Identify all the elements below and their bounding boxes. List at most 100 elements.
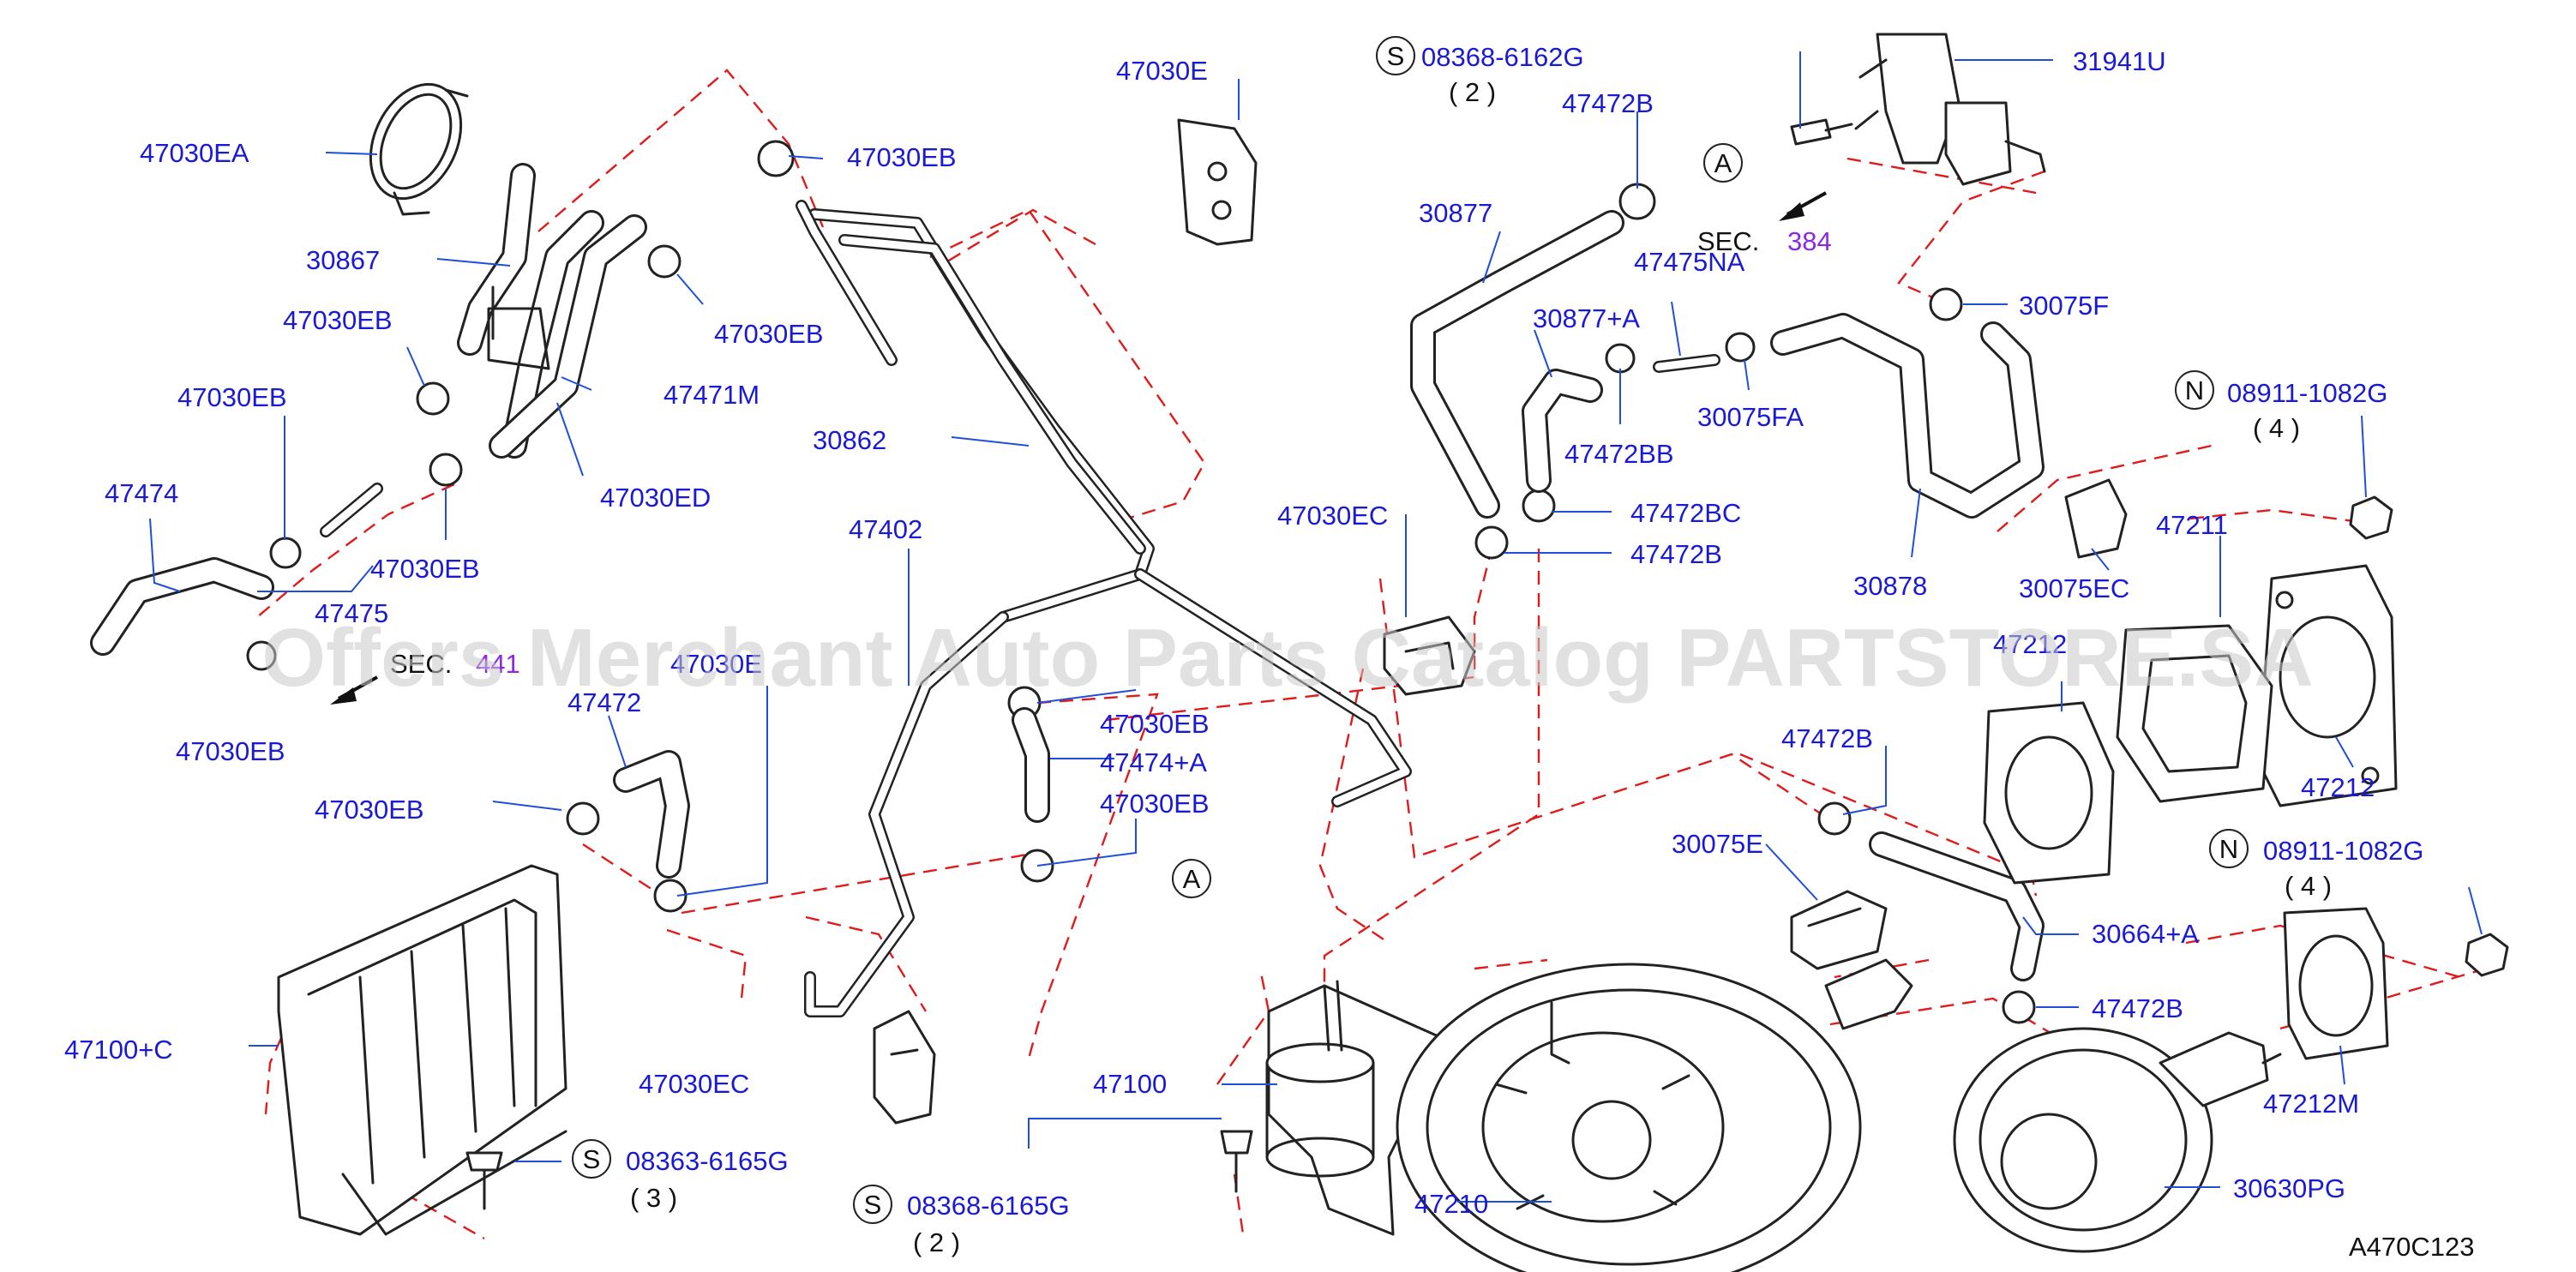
label-47030eb-8: 47030EB	[1100, 709, 1210, 739]
label-08911-1082g-bottom: 08911-1082G	[2263, 836, 2423, 866]
callout-a-mid: A	[1183, 864, 1201, 894]
nut-set	[2349, 495, 2509, 977]
label-08911-top-qty: ( 4 )	[2253, 413, 2300, 443]
label-08368-6162g: 08368-6162G	[1421, 42, 1584, 72]
callout-s-bottom: S	[864, 1190, 882, 1220]
label-08363-qty: ( 3 )	[630, 1183, 677, 1213]
tube-47475	[320, 483, 383, 537]
label-31941u: 31941U	[2073, 46, 2166, 76]
label-30075e: 30075E	[1672, 829, 1763, 859]
label-47030ea: 47030EA	[140, 138, 249, 168]
hose-30877	[1410, 210, 1624, 519]
label-47030eb-3: 47030EB	[370, 554, 480, 584]
label-47210: 47210	[1414, 1189, 1488, 1219]
pipe-47402	[804, 568, 1412, 1017]
hose-47474a	[1012, 707, 1050, 823]
label-47475na: 47475NA	[1634, 247, 1745, 277]
label-08911-1082g-top: 08911-1082G	[2227, 378, 2387, 408]
section-ref-384-number: 384	[1787, 226, 1832, 256]
hose-47474	[90, 557, 274, 656]
label-47030eb-6: 47030EB	[714, 319, 824, 349]
label-30075ec: 30075EC	[2019, 573, 2129, 603]
callout-s-left: S	[583, 1144, 601, 1174]
routing-lines	[256, 69, 2487, 1240]
label-08368-6165g-qty: ( 2 )	[913, 1227, 960, 1257]
label-47472bb: 47472BB	[1564, 439, 1674, 469]
label-47030eb-4: 47030EB	[176, 736, 285, 766]
label-30877: 30877	[1419, 198, 1492, 228]
clip-47030ec-bottom	[873, 1010, 936, 1125]
section-ref-441-prefix: SEC.	[390, 649, 452, 679]
clamp-ring-47030ea	[369, 82, 469, 216]
label-47472bc: 47472BC	[1630, 498, 1741, 528]
part-labels: 47030EA 30867 47030EB 47030EB 47474 4703…	[64, 42, 2423, 1257]
callout-a-top: A	[1714, 148, 1732, 178]
hose-30878	[1770, 313, 2045, 519]
label-47475: 47475	[315, 598, 388, 628]
label-08363-6165g: 08363-6165G	[626, 1146, 789, 1176]
label-47030ec-2: 47030EC	[639, 1069, 749, 1099]
hose-30877a	[1522, 369, 1603, 493]
label-47211: 47211	[2156, 510, 2228, 540]
label-47030eb-2: 47030EB	[177, 382, 287, 412]
label-47472: 47472	[567, 687, 641, 717]
label-47474: 47474	[105, 478, 178, 508]
label-47212-1: 47212	[1993, 629, 2067, 659]
valve-31941u	[1854, 33, 2046, 186]
label-30630pg: 30630PG	[2233, 1173, 2345, 1203]
clamp-set-left	[246, 140, 1054, 913]
label-30075f: 30075F	[2019, 291, 2109, 321]
bracket-47030e	[1177, 118, 1258, 246]
label-47471m: 47471M	[664, 380, 760, 410]
label-47472b-2: 47472B	[1630, 539, 1722, 569]
section-ref-441-number: 441	[476, 649, 520, 679]
bolt-set	[465, 118, 1853, 1210]
label-47030ed: 47030ED	[600, 483, 711, 513]
section-ref-441: SEC. 441	[330, 649, 520, 705]
label-30664a: 30664+A	[2092, 919, 2199, 949]
label-30862: 30862	[813, 425, 886, 455]
clamp-set-right	[1474, 183, 2036, 1024]
bracket-30075e	[1790, 890, 1888, 970]
canister-47100	[1265, 980, 1442, 1236]
label-47472b-4: 47472B	[2092, 993, 2183, 1023]
label-47212m: 47212M	[2263, 1089, 2359, 1119]
label-47030e: 47030E	[1116, 56, 1208, 86]
hose-47471m	[487, 214, 647, 459]
pipe-30862	[796, 200, 1155, 623]
gasket-47212-lower	[1983, 701, 2115, 885]
label-08368-6165g: 08368-6165G	[907, 1191, 1070, 1221]
label-47402: 47402	[849, 514, 922, 544]
gasket-47211	[2116, 624, 2273, 803]
clip-47030ec-mid	[1383, 615, 1476, 696]
gasket-47212-upper	[2257, 564, 2398, 807]
bracket-30075ec	[2064, 478, 2128, 559]
label-47100: 47100	[1093, 1069, 1167, 1099]
label-47100c: 47100+C	[64, 1035, 173, 1065]
section-ref-384: SEC. 384	[1697, 191, 1832, 256]
label-47030eb-9: 47030EB	[1100, 789, 1210, 819]
label-08911-bottom-qty: ( 4 )	[2285, 871, 2332, 901]
hose-47472	[613, 750, 690, 879]
leader-lines	[149, 51, 2483, 1203]
label-30877a: 30877+A	[1533, 303, 1640, 333]
callout-circles: S A A N N S S	[572, 36, 2249, 1224]
label-47030eb-7: 47030EB	[315, 795, 424, 825]
brake-booster-47210	[1396, 958, 1913, 1272]
gasket-47212m	[2283, 907, 2389, 1060]
label-47030eb-1: 47030EB	[283, 305, 393, 335]
hose-30664a	[1869, 831, 2045, 981]
callout-n-top: N	[2185, 375, 2204, 405]
callout-s-top: S	[1387, 41, 1405, 71]
watermark-text: Offers Merchant Auto Parts Catalog PARTS…	[261, 612, 2313, 704]
label-47030ec-1: 47030EC	[1277, 501, 1388, 531]
tube-47475na	[1653, 354, 1720, 373]
canister-47100c	[277, 864, 567, 1236]
label-47472b-3: 47472B	[1781, 723, 1873, 753]
label-08368-6162g-qty: ( 2 )	[1449, 77, 1496, 107]
booster-30630pg	[1953, 1027, 2282, 1253]
section-ref-384-prefix: SEC.	[1697, 226, 1759, 256]
label-30075fa: 30075FA	[1697, 402, 1804, 432]
callout-n-bottom: N	[2219, 834, 2238, 864]
label-47030e-mid: 47030E	[670, 649, 762, 679]
